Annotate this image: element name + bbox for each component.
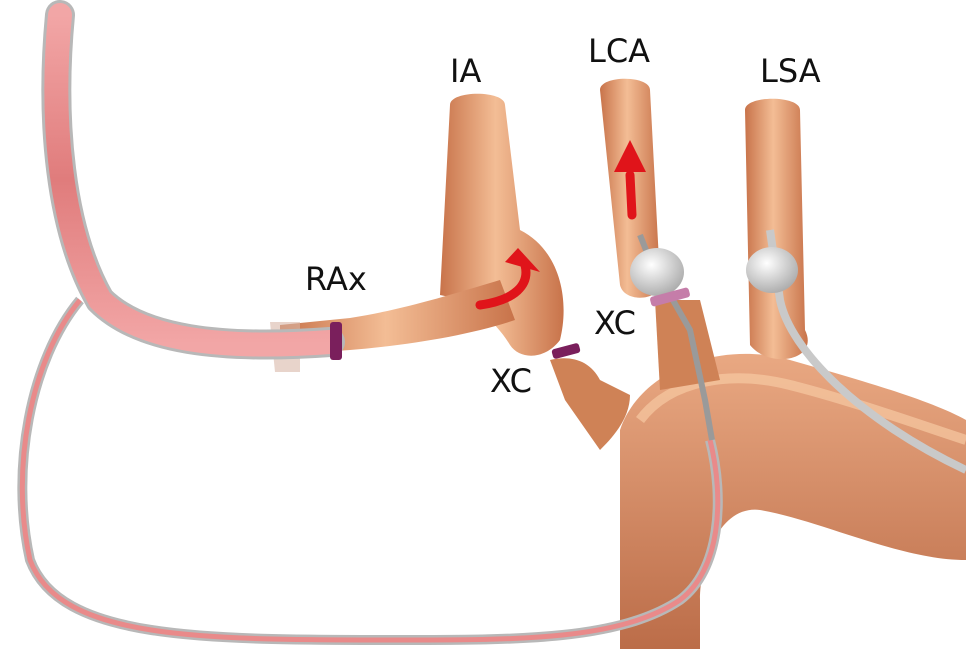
label-lsa: LSA: [760, 52, 821, 90]
occlusion-balloons: [630, 247, 798, 296]
left-subclavian-artery: [745, 99, 808, 359]
label-rax: RAx: [305, 260, 367, 298]
innominate-artery: [440, 94, 630, 450]
flow-arrow-lca: [630, 175, 632, 215]
left-carotid-artery: [600, 79, 720, 390]
label-lca: LCA: [588, 32, 650, 70]
label-xc-left: XC: [490, 362, 532, 400]
label-xc-right: XC: [594, 304, 636, 342]
label-ia: IA: [450, 52, 481, 90]
